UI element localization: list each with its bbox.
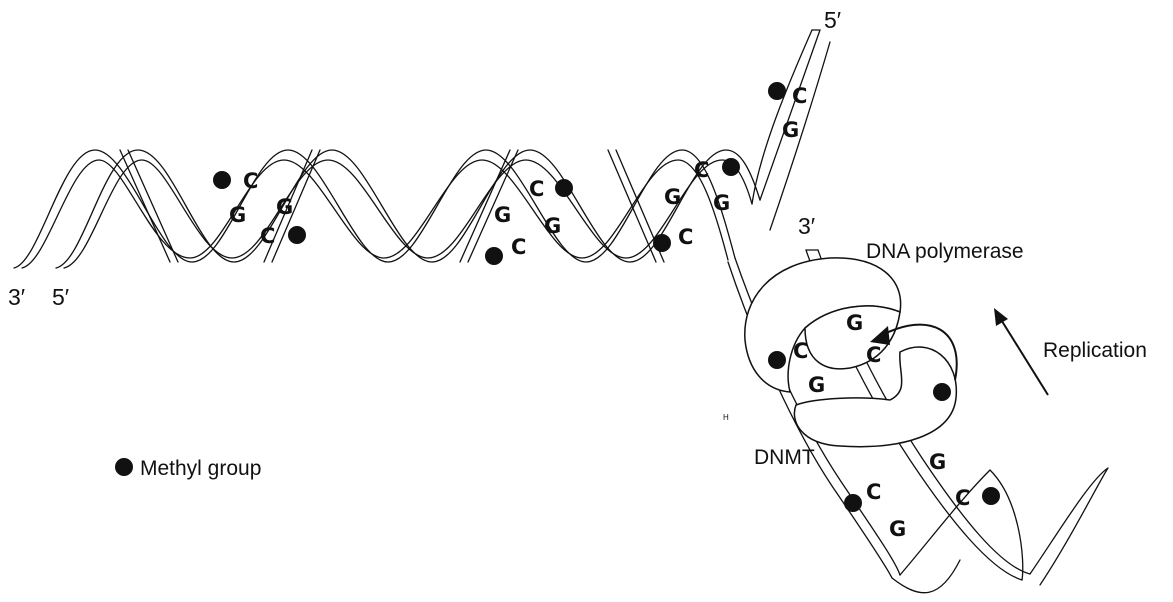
- helix-backbone-back-inner: [21, 159, 729, 269]
- methyl-dot: [768, 351, 786, 369]
- lower-helix-turn-c: [891, 559, 961, 594]
- upper-strand-edge-c: [769, 41, 831, 231]
- strand-end-5prime-top: 5′: [824, 7, 841, 33]
- strand-end-3prime-fork: 3′: [798, 213, 815, 239]
- base-g: G: [713, 191, 730, 215]
- replication-arrowhead: [994, 308, 1008, 326]
- base-c: C: [511, 235, 526, 259]
- methyl-dot: [555, 179, 573, 197]
- strand-end-labels: 3′ 5′ 5′ 3′: [8, 7, 841, 310]
- lower-helix-turn-a: [899, 469, 1024, 581]
- methyl-dot: [213, 171, 231, 189]
- dna-polymerase-label: DNA polymerase: [866, 240, 1024, 263]
- lower-helix-turn-b: [1029, 467, 1109, 586]
- methyl-dot: [653, 234, 671, 252]
- base-g: G: [782, 118, 799, 142]
- methyl-groups: [115, 82, 1000, 512]
- methyl-dot: [485, 247, 503, 265]
- base-g: G: [889, 517, 906, 541]
- base-g: G: [544, 214, 561, 238]
- legend-methyl-dot: [115, 458, 133, 476]
- base-c: C: [260, 224, 275, 248]
- methyl-dot: [982, 487, 1000, 505]
- base-g: G: [494, 203, 511, 227]
- base-c: C: [866, 480, 881, 504]
- helix-backbone-front-inner: [63, 159, 753, 269]
- base-c: C: [529, 177, 544, 201]
- helix-cross-2: [263, 149, 321, 263]
- cpg-bases: C G G C C G G C C G G C C G G C C G G C …: [229, 84, 970, 541]
- base-c: C: [792, 84, 807, 108]
- upper-strand-edge-a: [759, 29, 821, 201]
- base-c: C: [694, 158, 709, 182]
- dnmt-enzyme: [793, 346, 958, 448]
- upper-strand-edge-b: [751, 29, 813, 205]
- methyl-dot: [933, 383, 951, 401]
- polymerase-lobe: [804, 305, 901, 370]
- upper-strand: [751, 29, 831, 231]
- methyl-transfer-arrowhead: [870, 326, 890, 345]
- dnmt-label: DNMT: [754, 446, 815, 469]
- helix-cross-1: [119, 149, 179, 263]
- helix-backbone-back: [13, 149, 736, 269]
- helix-cross-3: [459, 149, 519, 263]
- replication-label: Replication: [1043, 339, 1147, 362]
- strand-end-3prime-left: 3′: [8, 284, 25, 310]
- methyl-transfer-arrow: [870, 323, 958, 381]
- replication-direction-arrow: [994, 308, 1049, 396]
- helix-backbone-front: [55, 149, 761, 269]
- dna-polymerase-enzyme: [744, 257, 902, 393]
- methyl-dot: [844, 494, 862, 512]
- methyl-transfer-arrow-line: [879, 323, 958, 381]
- small-h-mark: H: [723, 413, 729, 422]
- base-c: C: [866, 343, 881, 367]
- methyl-dot: [722, 158, 740, 176]
- base-c: C: [243, 169, 258, 193]
- methyl-dot: [768, 82, 786, 100]
- replication-arrow-line: [999, 317, 1049, 396]
- strand-end-5prime-left: 5′: [52, 284, 69, 310]
- base-c: C: [793, 339, 808, 363]
- base-g: G: [229, 203, 246, 227]
- base-g: G: [276, 195, 293, 219]
- base-c: C: [955, 486, 970, 510]
- base-g: G: [808, 373, 825, 397]
- base-g: G: [664, 185, 681, 209]
- base-g: G: [846, 311, 863, 335]
- legend-methyl-group-label: Methyl group: [140, 457, 261, 480]
- dnmt-body: [793, 346, 958, 448]
- methyl-dot: [288, 226, 306, 244]
- double-helix: [13, 149, 761, 269]
- base-g: G: [929, 450, 946, 474]
- base-c: C: [678, 225, 693, 249]
